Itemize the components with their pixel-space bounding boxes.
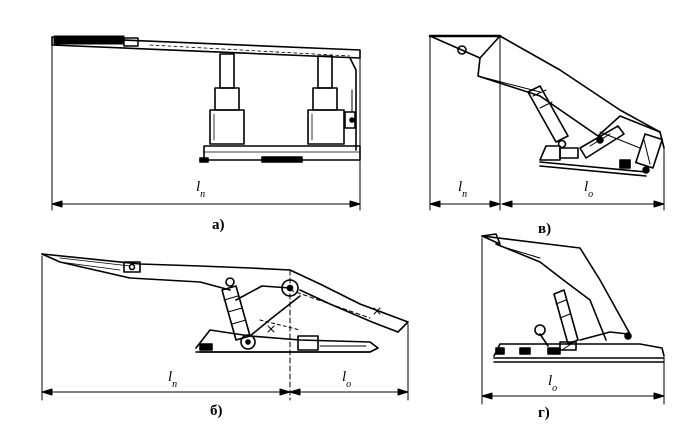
panel-v-drawing [430,36,664,210]
panel-a-base [200,146,360,162]
panel-g-cylinder [535,290,578,346]
panel-g-caption: г) [538,405,550,421]
panel-g-canopy [482,234,630,340]
panel-a-caption: а) [212,217,225,233]
panel-b-caption: б) [210,403,223,419]
panel-a-dimension-lines [52,38,360,210]
panel-b-cylinder [222,278,250,340]
panel-b-base [196,330,378,352]
panel-v-caption: в) [538,221,552,237]
panel-a-drawing [52,36,360,210]
panel-v-links [560,126,662,168]
panel-a-prop-right [308,56,344,144]
panel-b-shield [282,270,408,332]
panel-v-base [540,146,649,176]
panel-b-canopy [42,254,290,290]
panel-v-cylinder [528,86,568,148]
panel-g-dimension-lines [482,238,664,404]
panel-v-canopy [430,36,660,136]
panel-g-drawing [482,234,664,404]
panel-g-base [494,344,664,362]
panel-b-drawing [42,254,408,400]
panel-v-dimension-lines [430,36,664,210]
panel-a-dimension-label-lp: lп [196,179,206,200]
panel-v-dimension-label-lp: lп [458,179,468,200]
panel-b-dimension-label-lp: lп [168,369,178,390]
panel-b-dimension-label-lo: lо [342,369,352,390]
panel-g-dimension-label-lo: lо [548,373,558,394]
panel-b-dimension-lines [42,256,408,400]
panel-a-rear-shield [345,58,356,150]
panel-a-canopy [52,36,360,58]
panel-g-links [560,332,631,350]
panel-v-dimension-label-lo: lо [584,179,594,200]
panel-a-prop-left [210,54,244,144]
